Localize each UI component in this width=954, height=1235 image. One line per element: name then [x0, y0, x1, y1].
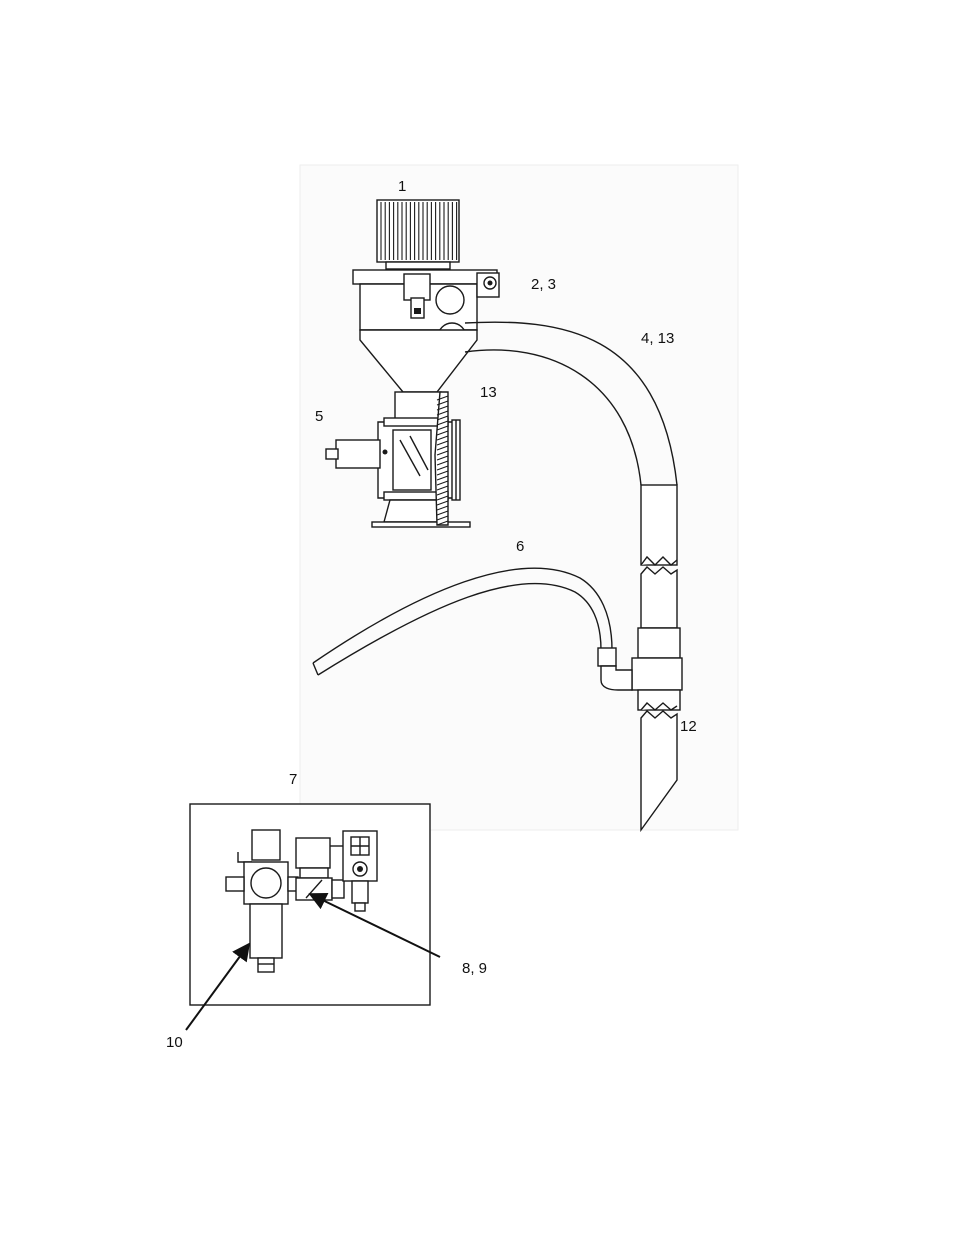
callout-label-1: 1	[398, 178, 406, 195]
callout-label-13: 13	[480, 384, 497, 401]
callout-label-2-3: 2, 3	[531, 276, 556, 293]
callout-label-6: 6	[516, 538, 524, 555]
callout-label-8-9: 8, 9	[462, 960, 487, 977]
callout-label-10: 10	[166, 1034, 183, 1051]
callout-label-4-13: 4, 13	[641, 330, 674, 347]
filter-head	[377, 200, 459, 269]
callout-label-12: 12	[680, 718, 697, 735]
callout-label-5: 5	[315, 408, 323, 425]
callout-label-7: 7	[289, 771, 297, 788]
